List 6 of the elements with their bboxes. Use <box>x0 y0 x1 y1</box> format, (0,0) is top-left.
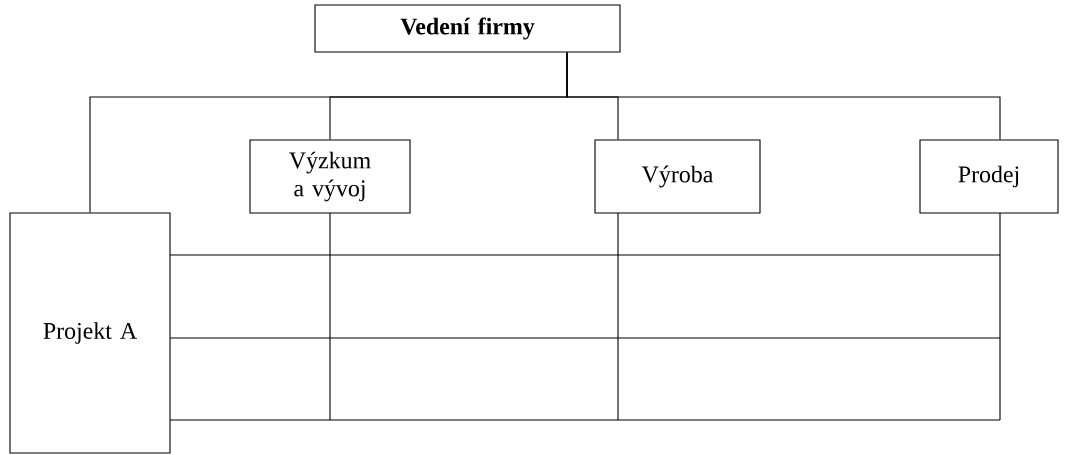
project-box: Projekt A <box>9 212 171 454</box>
department-box: Výzkum a vývoj <box>249 139 411 214</box>
management-box: Vedení firmy <box>314 4 621 53</box>
department-box: Prodej <box>919 139 1059 214</box>
department-box: Výroba <box>594 139 761 214</box>
connector-line <box>566 52 1001 140</box>
